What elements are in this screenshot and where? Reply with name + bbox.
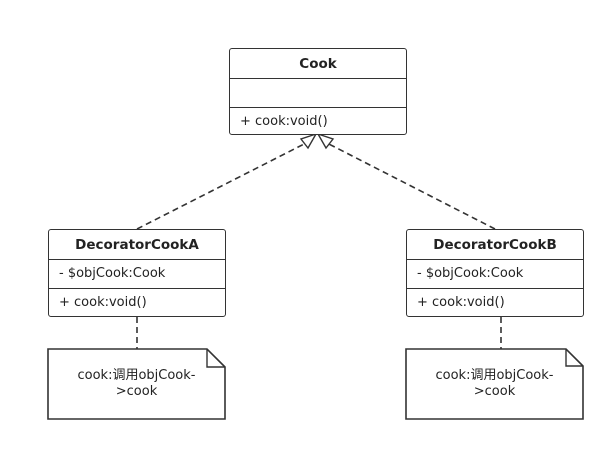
note-line: >cook — [115, 384, 158, 399]
attributes-section — [230, 79, 406, 108]
class-decorator-cook-b[interactable]: DecoratorCookB - $objCook:Cook + cook:vo… — [406, 229, 584, 317]
class-name: Cook — [230, 49, 406, 79]
attribute-row: - $objCook:Cook — [59, 266, 166, 281]
class-name: DecoratorCookB — [407, 230, 583, 260]
methods-section: + cook:void() — [49, 289, 225, 316]
note-line: cook:调用objCook- — [77, 368, 196, 383]
realization-arrowhead-a — [299, 132, 318, 150]
note-fold-b — [565, 349, 583, 367]
class-decorator-cook-a[interactable]: DecoratorCookA - $objCook:Cook + cook:vo… — [48, 229, 226, 317]
realization-line-a — [136, 140, 311, 230]
note-b-text: cook:调用objCook- >cook — [406, 368, 583, 400]
method-row: + cook:void() — [59, 295, 147, 310]
method-row: + cook:void() — [240, 114, 328, 129]
attributes-section: - $objCook:Cook — [407, 260, 583, 289]
method-row: + cook:void() — [417, 295, 505, 310]
note-shape-b — [405, 348, 584, 420]
class-name: DecoratorCookA — [49, 230, 225, 260]
note-fold-a — [206, 349, 225, 368]
note-line: cook:调用objCook- — [435, 368, 554, 383]
note-a-text: cook:调用objCook- >cook — [48, 368, 225, 400]
attribute-row: - $objCook:Cook — [417, 266, 524, 281]
realization-arrowhead-b — [316, 132, 335, 150]
methods-section: + cook:void() — [407, 289, 583, 316]
note-line: >cook — [473, 384, 516, 399]
methods-section: + cook:void() — [230, 108, 406, 134]
attributes-section: - $objCook:Cook — [49, 260, 225, 289]
class-cook[interactable]: Cook + cook:void() — [229, 48, 407, 135]
realization-line-b — [322, 140, 496, 230]
note-shape-a — [47, 348, 226, 420]
